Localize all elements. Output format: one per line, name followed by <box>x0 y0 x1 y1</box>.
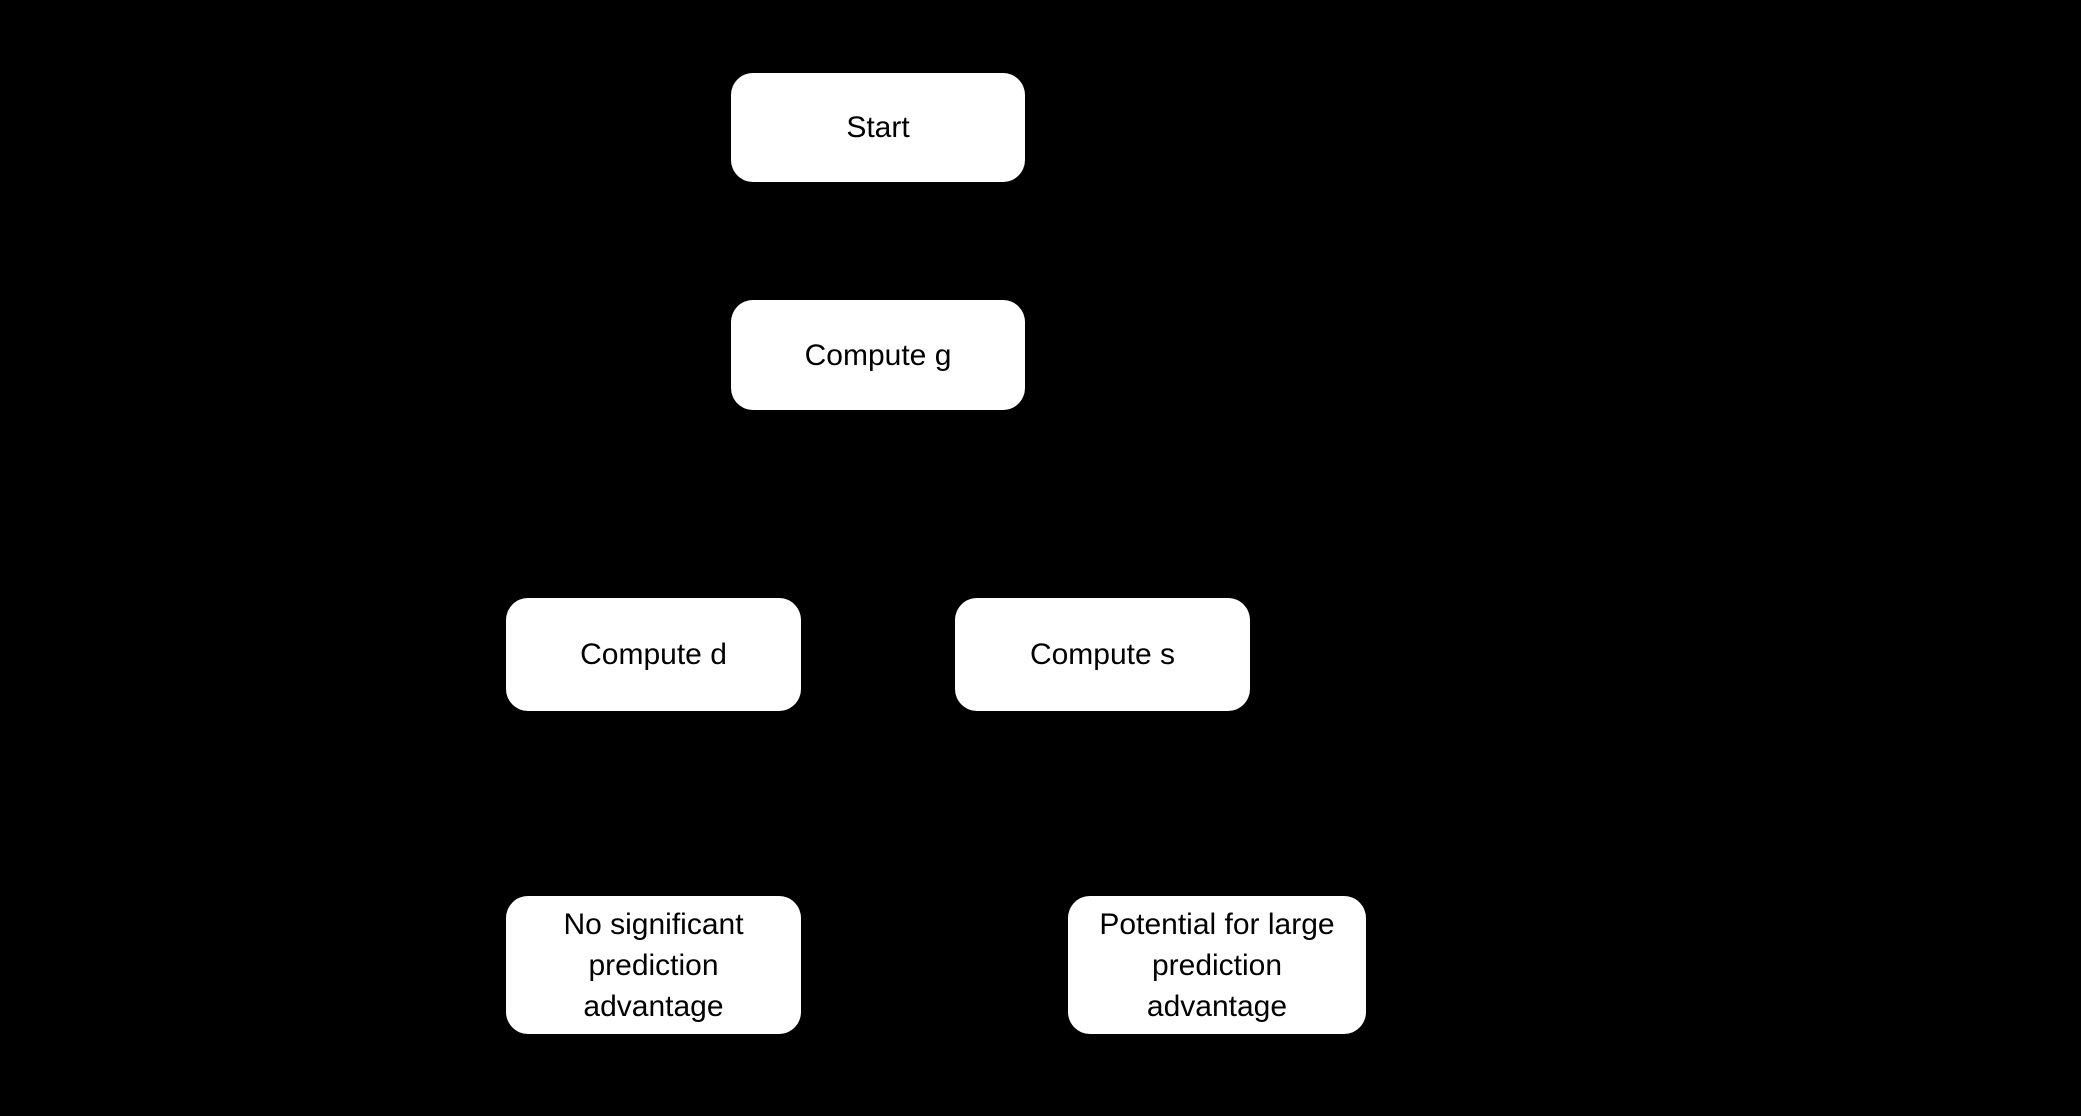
node-start-label: Start <box>846 111 910 144</box>
node-compute-g-label: Compute g <box>804 338 952 372</box>
node-outcome-no-significant-prediction-advantage[interactable]: No significant prediction advantage <box>506 896 801 1034</box>
node-outcome-low-label: No significant prediction advantage <box>563 907 744 1023</box>
edge-compute-g-to-compute-s <box>938 409 1092 596</box>
node-compute-g[interactable]: Compute g <box>731 300 1025 410</box>
node-compute-s[interactable]: Compute s <box>955 598 1250 711</box>
node-compute-d[interactable]: Compute d <box>506 598 801 711</box>
node-start[interactable]: Start <box>731 73 1025 182</box>
node-outcome-high-label: Potential for large prediction advantage <box>1099 907 1335 1023</box>
node-compute-s-label: Compute s <box>1029 638 1176 671</box>
edge-compute-g-to-compute-d <box>664 409 818 596</box>
edge-compute-s-to-outcome-high <box>1100 710 1214 893</box>
node-compute-d-label: Compute d <box>580 638 727 671</box>
node-outcome-potential-for-large-prediction-advantage[interactable]: Potential for large prediction advantage <box>1068 896 1366 1034</box>
